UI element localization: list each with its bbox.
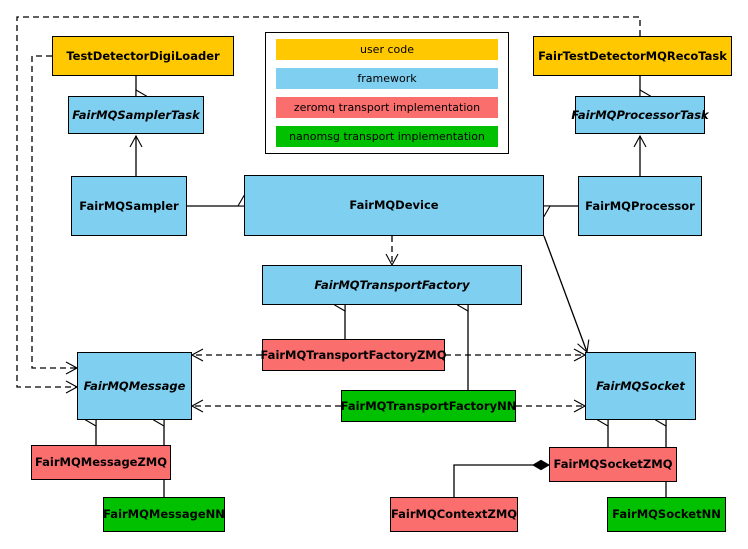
class-box-fairmqsamplertask[interactable]: FairMQSamplerTask	[68, 96, 204, 134]
class-box-fairmqtransportfactoryzmq[interactable]: FairMQTransportFactoryZMQ	[261, 339, 447, 371]
edge-device-socket	[543, 235, 587, 352]
class-box-fairmqsocket[interactable]: FairMQSocket	[585, 352, 696, 420]
class-box-fairmqcontextzmq[interactable]: FairMQContextZMQ	[390, 497, 518, 532]
class-box-fairmqtransportfactory[interactable]: FairMQTransportFactory	[262, 265, 522, 305]
class-box-fairmqmessage[interactable]: FairMQMessage	[77, 352, 192, 420]
legend-item-zeromq-transport: zeromq transport implementation	[276, 97, 498, 118]
class-box-fairmqtransportfactorynn[interactable]: FairMQTransportFactoryNN	[341, 390, 516, 422]
class-box-fairmqmessagenn[interactable]: FairMQMessageNN	[103, 497, 225, 532]
class-box-fairmqprocessortask[interactable]: FairMQProcessorTask	[571, 96, 709, 134]
class-box-fairmqsampler[interactable]: FairMQSampler	[71, 176, 187, 236]
legend-item-framework: framework	[276, 68, 498, 89]
class-box-fairmqmessagezmq[interactable]: FairMQMessageZMQ	[31, 445, 171, 480]
class-box-fairmqprocessor[interactable]: FairMQProcessor	[578, 176, 702, 236]
class-box-fairmqdevice[interactable]: FairMQDevice	[244, 175, 544, 236]
legend-item-nanomsg-transport: nanomsg transport implementation	[276, 126, 498, 147]
class-box-testdetectordigiloader[interactable]: TestDetectorDigiLoader	[52, 36, 234, 76]
edge-socketzmq-contextzmq	[453, 459, 550, 497]
class-box-fairmqsocketzmq[interactable]: FairMQSocketZMQ	[549, 447, 677, 482]
class-box-fairtestdetectormqrecotask[interactable]: FairTestDetectorMQRecoTask	[533, 36, 732, 76]
class-box-fairmqsocketnn[interactable]: FairMQSocketNN	[607, 497, 726, 532]
legend-item-user-code: user code	[276, 39, 498, 60]
legend-box: user code framework zeromq transport imp…	[265, 32, 509, 154]
